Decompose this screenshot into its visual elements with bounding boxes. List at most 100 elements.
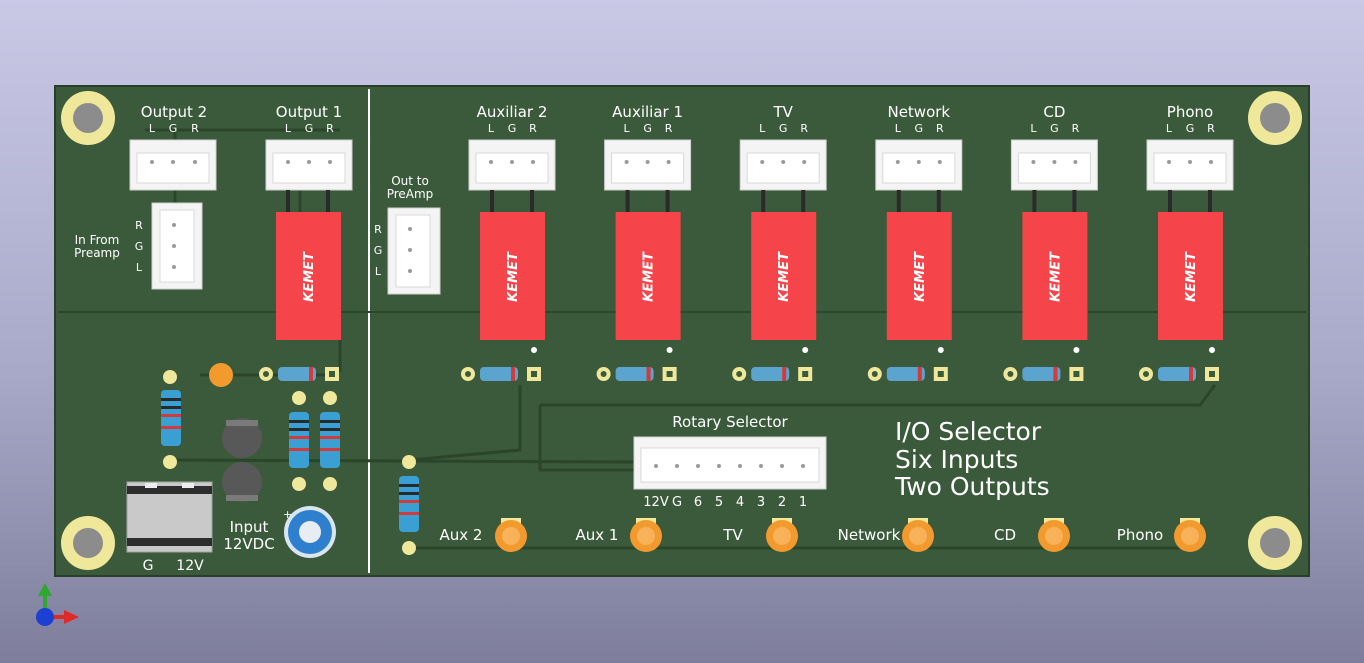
mounting-hole-top-right (1248, 91, 1302, 145)
input-label-phono: Phono (1167, 103, 1213, 121)
output-1-connector: Output 1 L G R (265, 103, 353, 191)
resistor-r1 (161, 370, 181, 469)
output-2-pin-l: L (149, 122, 156, 135)
input-label-cd: CD (1043, 103, 1065, 121)
relay-brand-cd: KEMET (1048, 251, 1063, 302)
led-label-tv: TV (722, 526, 743, 544)
diode-auxiliar-1 (615, 367, 654, 381)
relay-tv (751, 212, 817, 340)
rotary-pin-label: 1 (799, 495, 807, 510)
input-pin-phono-r: R (1207, 122, 1215, 135)
input-pin-cd-r: R (1072, 122, 1080, 135)
input-pin-tv-r: R (800, 122, 808, 135)
rotary-pin-label: 2 (778, 495, 786, 510)
led-label-cd: CD (994, 526, 1016, 544)
input-pin-network-r: R (936, 122, 944, 135)
input-pin-phono-g: G (1186, 122, 1195, 135)
input-pin-cd-l: L (1030, 122, 1037, 135)
mounting-hole-bottom-right (1248, 516, 1302, 570)
led-label-auxiliar-2: Aux 2 (440, 526, 483, 544)
output-relay-brand: KEMET (302, 251, 317, 302)
title-line-2: Six Inputs (895, 445, 1018, 474)
in-from-preamp-label-line1: In From (75, 233, 120, 247)
relay-network (886, 212, 952, 340)
svg-text:+: + (283, 508, 292, 521)
out-to-preamp-pin-g: G (374, 244, 383, 257)
power-pin-12v: 12V (176, 558, 204, 574)
mounting-hole-top-left (61, 91, 115, 145)
resistor-r3 (320, 391, 340, 491)
input-pin-auxiliar-2-g: G (508, 122, 517, 135)
input-pin-network-l: L (895, 122, 902, 135)
out-to-preamp-label-line2: PreAmp (387, 187, 434, 201)
board-title: I/O Selector Six Inputs Two Outputs (894, 417, 1050, 501)
input-pin-auxiliar-1-r: R (665, 122, 673, 135)
input-pin-auxiliar-2-l: L (488, 122, 495, 135)
mounting-hole-bottom-left (61, 516, 115, 570)
voltage-regulator (209, 363, 233, 387)
output-1-label: Output 1 (276, 103, 342, 121)
input-pin-phono-l: L (1166, 122, 1173, 135)
input-label-tv: TV (772, 103, 793, 121)
rotary-selector-label: Rotary Selector (672, 413, 788, 431)
output-relay: KEMET (276, 190, 341, 340)
resistor-r4 (399, 455, 419, 555)
diode-network (886, 367, 925, 381)
power-pin-g: G (143, 558, 154, 574)
relay-cd (1022, 212, 1088, 340)
in-from-preamp-connector: In From Preamp R G L (74, 202, 203, 290)
rotary-pin-label: 12V (643, 495, 669, 510)
capacitor-2 (222, 462, 262, 502)
input-label-network: Network (887, 103, 950, 121)
input-pin-cd-g: G (1050, 122, 1059, 135)
diode-cd (1022, 367, 1061, 381)
diode-phono (1158, 367, 1196, 381)
output-1-pin-l: L (285, 122, 292, 135)
power-input-label-line2: 12VDC (223, 535, 274, 553)
out-to-preamp-pin-r: R (374, 223, 382, 236)
output-2-connector: Output 2 L G R (129, 103, 217, 191)
in-from-preamp-label-line2: Preamp (74, 246, 120, 260)
diode-tv (751, 367, 790, 381)
power-input-label-line1: Input (230, 518, 269, 536)
mounting-holes (61, 91, 1302, 570)
output-2-pin-r: R (191, 122, 199, 135)
input-pin-tv-g: G (779, 122, 788, 135)
out-to-preamp-pin-l: L (375, 265, 382, 278)
in-from-preamp-pin-g: G (135, 240, 144, 253)
relay-brand-tv: KEMET (777, 251, 792, 302)
out-to-preamp-connector: Out to PreAmp R G L (374, 174, 441, 295)
relay-brand-network: KEMET (913, 251, 928, 302)
diode-auxiliar-2 (480, 367, 518, 381)
rotary-pin-label: G (672, 495, 682, 510)
led-label-auxiliar-1: Aux 1 (576, 526, 619, 544)
output-1-pin-g: G (305, 122, 314, 135)
power-connector: G 12V (126, 481, 213, 574)
led-label-network: Network (838, 526, 901, 544)
input-pin-auxiliar-1-l: L (624, 122, 631, 135)
relay-brand-auxiliar-1: KEMET (642, 251, 657, 302)
rotary-pin-label: 5 (715, 495, 723, 510)
input-pin-auxiliar-2-r: R (529, 122, 537, 135)
output-1-pin-r: R (326, 122, 334, 135)
in-from-preamp-pin-r: R (135, 219, 143, 232)
relay-phono (1158, 212, 1223, 340)
relay-auxiliar-1 (615, 212, 681, 340)
out-to-preamp-label-line1: Out to (391, 174, 429, 188)
input-pin-auxiliar-1-g: G (643, 122, 652, 135)
rotary-pin-label: 6 (694, 495, 702, 510)
relay-auxiliar-2 (480, 212, 545, 340)
resistor-r2 (289, 391, 309, 491)
diode-d7 (259, 367, 339, 381)
rotary-pin-label: 4 (736, 495, 744, 510)
capacitor-1 (222, 418, 262, 458)
title-line-1: I/O Selector (895, 417, 1042, 446)
